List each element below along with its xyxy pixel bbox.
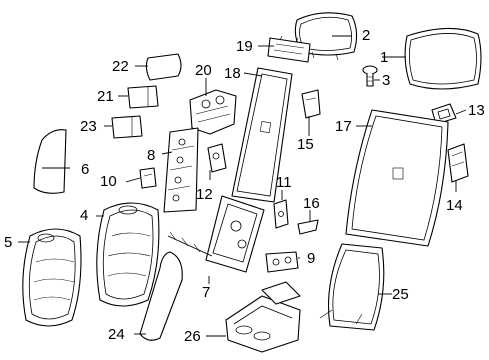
callout-13: 13	[468, 102, 485, 119]
callout-10: 10	[100, 173, 117, 190]
hinge	[265, 251, 299, 273]
callout-3: 3	[382, 72, 391, 89]
callout-17: 17	[335, 118, 352, 135]
center-frame	[163, 127, 199, 213]
callout-1: 1	[380, 49, 389, 66]
side-bracket	[447, 143, 469, 183]
side-bolster	[139, 251, 183, 341]
trim-block-lower	[111, 115, 143, 139]
seat-cover-left	[22, 228, 82, 327]
latch-cover	[431, 103, 457, 125]
screw-fastener	[362, 65, 378, 87]
callout-19: 19	[236, 38, 253, 55]
callout-5: 5	[4, 234, 13, 251]
leader-lines	[18, 35, 467, 337]
seat-frame	[167, 195, 265, 273]
lock-bracket	[273, 199, 289, 229]
callout-8: 8	[147, 147, 156, 164]
callout-22: 22	[112, 58, 129, 75]
callout-7: 7	[202, 284, 211, 301]
clip	[139, 167, 157, 189]
callout-14: 14	[446, 197, 463, 214]
release-mechanism	[207, 143, 227, 173]
callout-26: 26	[184, 328, 201, 345]
callout-4: 4	[80, 207, 89, 224]
mounting-bracket-small	[301, 89, 321, 119]
callout-12: 12	[196, 186, 213, 203]
retaining-clip	[297, 219, 319, 235]
callout-6: 6	[81, 161, 90, 178]
callout-20: 20	[195, 62, 212, 79]
headrest-guide-bracket	[267, 35, 311, 63]
callout-23: 23	[80, 118, 97, 135]
callout-15: 15	[297, 136, 314, 153]
callout-11: 11	[276, 174, 292, 191]
headrest-right	[404, 27, 482, 90]
callout-21: 21	[97, 88, 114, 105]
callout-18: 18	[224, 65, 241, 82]
back-cover-panel	[33, 129, 67, 194]
backrest-frame-panel	[231, 67, 293, 203]
trim-block	[127, 85, 159, 109]
backrest-panel-right	[345, 109, 449, 247]
seat-cover-center	[96, 202, 160, 307]
callout-16: 16	[303, 195, 320, 212]
side-pad-upper	[145, 53, 182, 81]
hinge-bracket	[189, 89, 237, 135]
callout-24: 24	[108, 326, 125, 343]
callout-25: 25	[392, 286, 409, 303]
callout-2: 2	[362, 27, 371, 44]
armrest-cover	[319, 243, 385, 331]
armrest-console	[225, 281, 301, 353]
callout-9: 9	[307, 250, 316, 267]
